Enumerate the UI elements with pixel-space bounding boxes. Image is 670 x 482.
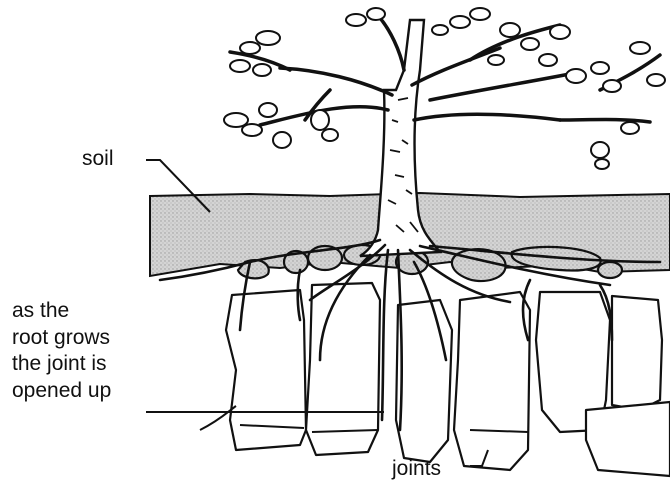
rock-block-far-right [612,296,662,410]
root-caption: as the root grows the joint is opened up [12,298,111,404]
rock-block-mid [396,300,452,462]
joints-label: joints [392,456,441,482]
root-caption-line-2: root grows [12,325,111,352]
root-caption-line-3: the joint is [12,351,111,378]
rock-blocks [226,283,670,476]
soil-label: soil [82,146,114,172]
root-caption-line-1: as the [12,298,111,325]
leaf-clusters [224,8,665,169]
rock-block-mid-right [454,292,530,470]
rock-block-mid-left [306,283,380,455]
root-caption-line-4: opened up [12,378,111,405]
rock-block-bottom-right [586,402,670,476]
